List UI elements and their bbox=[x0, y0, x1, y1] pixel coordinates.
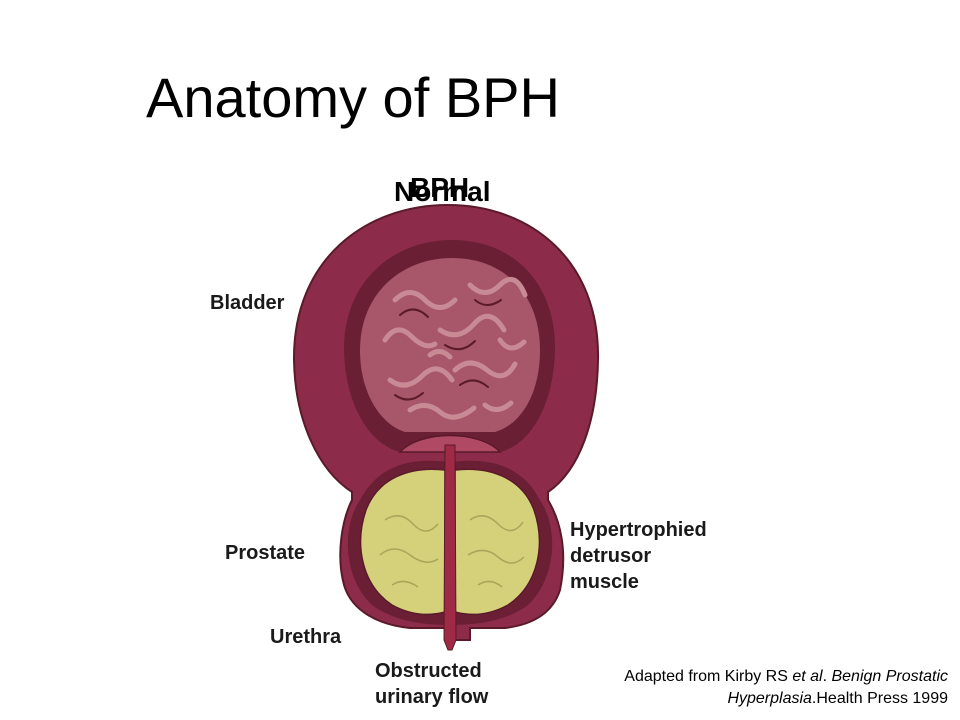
citation-part-5: .Health Press 1999 bbox=[811, 690, 948, 707]
citation-part-2: et al bbox=[792, 668, 823, 685]
citation: Adapted from Kirby RS et al. Benign Pros… bbox=[588, 666, 948, 710]
prostate-right-lobe bbox=[454, 468, 541, 616]
label-bladder: Bladder bbox=[210, 292, 285, 314]
label-obstructed-line-2: urinary flow bbox=[375, 686, 489, 708]
prostate-texture bbox=[379, 515, 525, 588]
urethra bbox=[443, 444, 457, 651]
slide-title: Anatomy of BPH bbox=[146, 66, 560, 129]
header-bph: BPH bbox=[410, 172, 470, 203]
label-hypertrophied-detrusor-muscle: Hypertrophied detrusor muscle bbox=[570, 517, 770, 595]
label-obstructed-urinary-flow: Obstructed urinary flow bbox=[375, 658, 575, 710]
prostate-left-lobe bbox=[359, 468, 446, 616]
label-prostate: Prostate bbox=[225, 542, 306, 564]
label-detrusor-line-1: Hypertrophied bbox=[570, 519, 707, 541]
bladder-neck bbox=[398, 434, 502, 453]
label-obstructed-line-1: Obstructed bbox=[375, 660, 482, 682]
label-detrusor-line-2: detrusor bbox=[570, 545, 652, 567]
trabeculation-pattern bbox=[382, 276, 528, 420]
label-urethra: Urethra bbox=[270, 626, 342, 648]
citation-part-4: Benign Prostatic Hyperplasia bbox=[727, 668, 948, 707]
citation-part-1: Adapted from Kirby RS bbox=[624, 668, 793, 685]
header-normal: Normal bbox=[394, 176, 491, 207]
citation-part-3: . bbox=[822, 668, 832, 685]
trabeculation-shadow bbox=[394, 299, 502, 401]
bladder-lumen bbox=[360, 258, 540, 432]
label-detrusor-line-3: muscle bbox=[570, 571, 639, 593]
